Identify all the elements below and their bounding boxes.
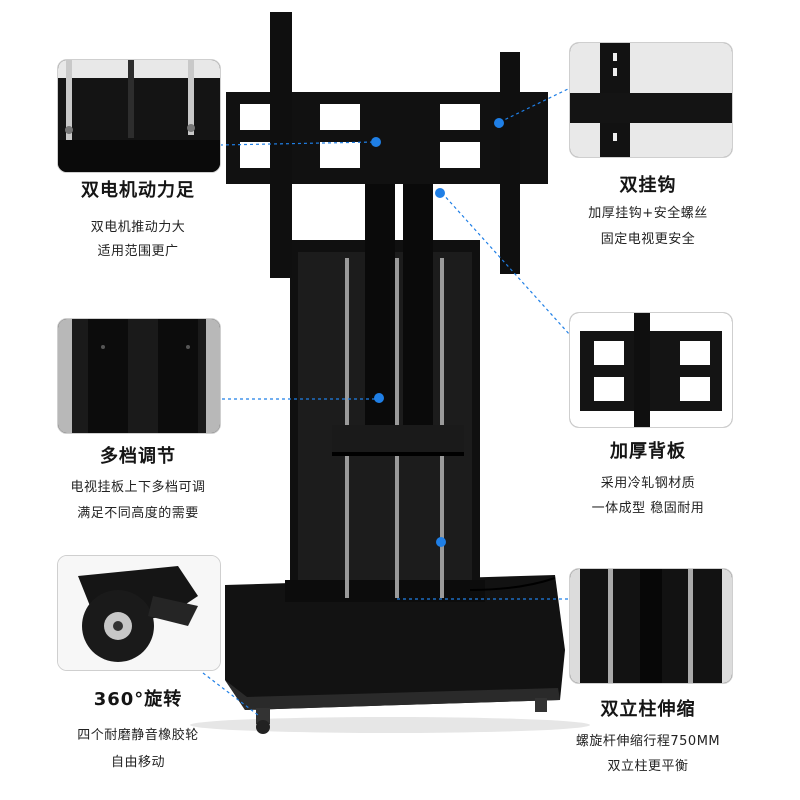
rotation-line1: 四个耐磨静音橡胶轮 bbox=[77, 728, 199, 743]
dual-hook-title: 双挂钩 bbox=[619, 175, 677, 196]
thumb-multi-level bbox=[57, 318, 221, 434]
dual-hook-detail-image bbox=[570, 43, 732, 157]
dual-motor-line1: 双电机推动力大 bbox=[90, 220, 186, 235]
rotation-line2: 自由移动 bbox=[110, 755, 166, 770]
thumb-dual-hook bbox=[569, 42, 733, 158]
thick-back-line1: 采用冷轧钢材质 bbox=[600, 476, 696, 491]
thick-back-detail-image bbox=[570, 313, 732, 427]
dual-motor-title: 双电机动力足 bbox=[81, 180, 195, 201]
multi-level-title: 多档调节 bbox=[100, 446, 176, 467]
dual-motor-detail-image bbox=[58, 60, 220, 172]
dual-hook-line2: 固定电视更安全 bbox=[600, 232, 696, 247]
dual-hook-line1: 加厚挂钩+安全螺丝 bbox=[588, 206, 708, 221]
dual-column-detail-image bbox=[570, 569, 732, 683]
dual-motor-line2: 适用范围更广 bbox=[97, 244, 179, 259]
dual-column-line2: 双立柱更平衡 bbox=[607, 759, 689, 774]
caster-wheel-detail-image bbox=[58, 556, 220, 670]
rotation-title: 360°旋转 bbox=[93, 689, 183, 710]
thumb-dual-column bbox=[569, 568, 733, 684]
multi-level-line2: 满足不同高度的需要 bbox=[77, 506, 199, 521]
thumb-dual-motor bbox=[57, 59, 221, 173]
multi-level-detail-image bbox=[58, 319, 220, 433]
multi-level-line1: 电视挂板上下多档可调 bbox=[70, 480, 206, 495]
dual-column-line1: 螺旋杆伸缩行程750MM bbox=[575, 734, 721, 749]
dual-column-title: 双立柱伸缩 bbox=[600, 699, 696, 720]
thumb-thick-back bbox=[569, 312, 733, 428]
thick-back-line2: 一体成型 稳固耐用 bbox=[591, 501, 705, 516]
thumb-rotation bbox=[57, 555, 221, 671]
thick-back-title: 加厚背板 bbox=[610, 441, 686, 462]
